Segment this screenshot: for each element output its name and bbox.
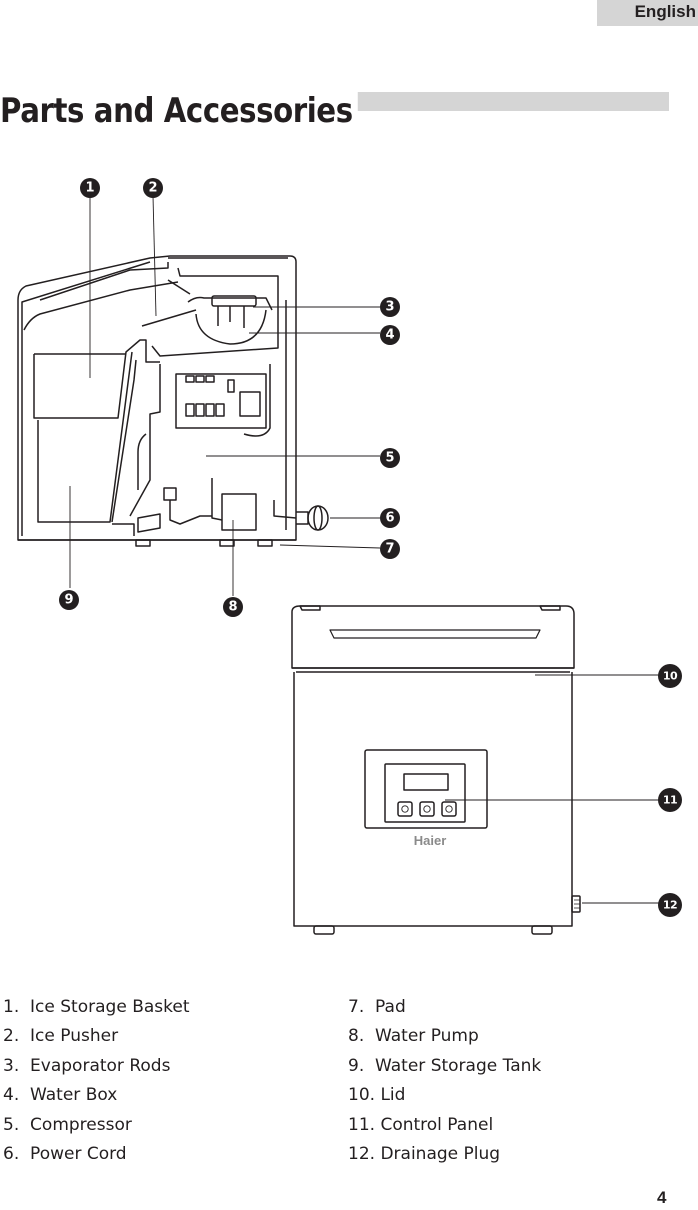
- part-label: Ice Pusher: [30, 1026, 119, 1047]
- part-label: Water Storage Tank: [375, 1055, 542, 1076]
- list-item: 8. Water Pump: [348, 1022, 541, 1051]
- svg-text:10: 10: [663, 670, 678, 683]
- part-label: Lid: [380, 1085, 406, 1106]
- part-label: Pad: [375, 997, 406, 1017]
- language-tab: English: [597, 0, 698, 26]
- callout-8: 8: [223, 597, 243, 617]
- part-label: Water Pump: [375, 1026, 479, 1047]
- svg-text:7: 7: [385, 542, 394, 557]
- page-title: Parts and Accessories: [0, 86, 358, 136]
- list-item: 11. Control Panel: [348, 1111, 541, 1140]
- parts-list-left: 1. Ice Storage Basket 2. Ice Pusher 3. E…: [3, 993, 190, 1169]
- svg-text:11: 11: [663, 794, 677, 807]
- callout-1: 1: [80, 178, 100, 198]
- part-label: Drainage Plug: [380, 1143, 501, 1164]
- callout-7: 7: [380, 539, 400, 559]
- callout-12: 12: [658, 893, 682, 917]
- part-number: 2.: [3, 1026, 20, 1047]
- part-label: Compressor: [30, 1114, 132, 1135]
- page-number: 4: [657, 1188, 667, 1207]
- list-item: 10. Lid: [348, 1081, 541, 1110]
- list-item: 1. Ice Storage Basket: [3, 993, 190, 1022]
- svg-text:12: 12: [663, 899, 677, 912]
- callout-11: 11: [658, 788, 682, 812]
- list-item: 9. Water Storage Tank: [348, 1052, 541, 1081]
- part-label: Power Cord: [30, 1143, 127, 1164]
- svg-text:1: 1: [85, 181, 94, 196]
- svg-text:5: 5: [385, 451, 394, 466]
- part-number: 4.: [3, 1085, 20, 1106]
- part-number: 7.: [348, 997, 365, 1017]
- list-item: 3. Evaporator Rods: [3, 1052, 190, 1081]
- part-label: Evaporator Rods: [30, 1055, 171, 1076]
- part-number: 6.: [3, 1143, 20, 1164]
- svg-text:6: 6: [385, 511, 394, 526]
- callout-4: 4: [380, 325, 400, 345]
- part-number: 12.: [348, 1143, 376, 1164]
- part-number: 9.: [348, 1055, 365, 1076]
- list-item: 2. Ice Pusher: [3, 1022, 190, 1051]
- part-number: 3.: [3, 1055, 20, 1076]
- part-number: 1.: [3, 997, 20, 1017]
- callout-3: 3: [380, 297, 400, 317]
- svg-text:8: 8: [228, 600, 237, 615]
- svg-text:9: 9: [64, 593, 73, 608]
- part-number: 5.: [3, 1114, 20, 1135]
- callout-6: 6: [380, 508, 400, 528]
- parts-list-right: 7. Pad 8. Water Pump 9. Water Storage Ta…: [348, 993, 541, 1169]
- part-label: Ice Storage Basket: [30, 997, 190, 1017]
- svg-text:3: 3: [385, 300, 394, 315]
- part-number: 10.: [348, 1085, 376, 1106]
- leader-lines: [69, 195, 660, 904]
- svg-text:4: 4: [385, 328, 394, 343]
- list-item: 7. Pad: [348, 993, 541, 1022]
- front-view-illustration: [291, 605, 581, 935]
- callout-9: 9: [59, 590, 79, 610]
- callout-10: 10: [658, 664, 682, 688]
- svg-text:2: 2: [148, 181, 157, 196]
- list-item: 4. Water Box: [3, 1081, 190, 1110]
- part-number: 11.: [348, 1114, 376, 1135]
- brand-logo: Haier: [413, 833, 447, 848]
- cutaway-illustration: [17, 255, 329, 547]
- part-label: Water Box: [30, 1085, 118, 1106]
- callout-5: 5: [380, 448, 400, 468]
- list-item: 6. Power Cord: [3, 1140, 190, 1169]
- list-item: 12. Drainage Plug: [348, 1140, 541, 1169]
- part-label: Control Panel: [380, 1114, 494, 1135]
- part-number: 8.: [348, 1026, 365, 1047]
- callout-2: 2: [143, 178, 163, 198]
- list-item: 5. Compressor: [3, 1111, 190, 1140]
